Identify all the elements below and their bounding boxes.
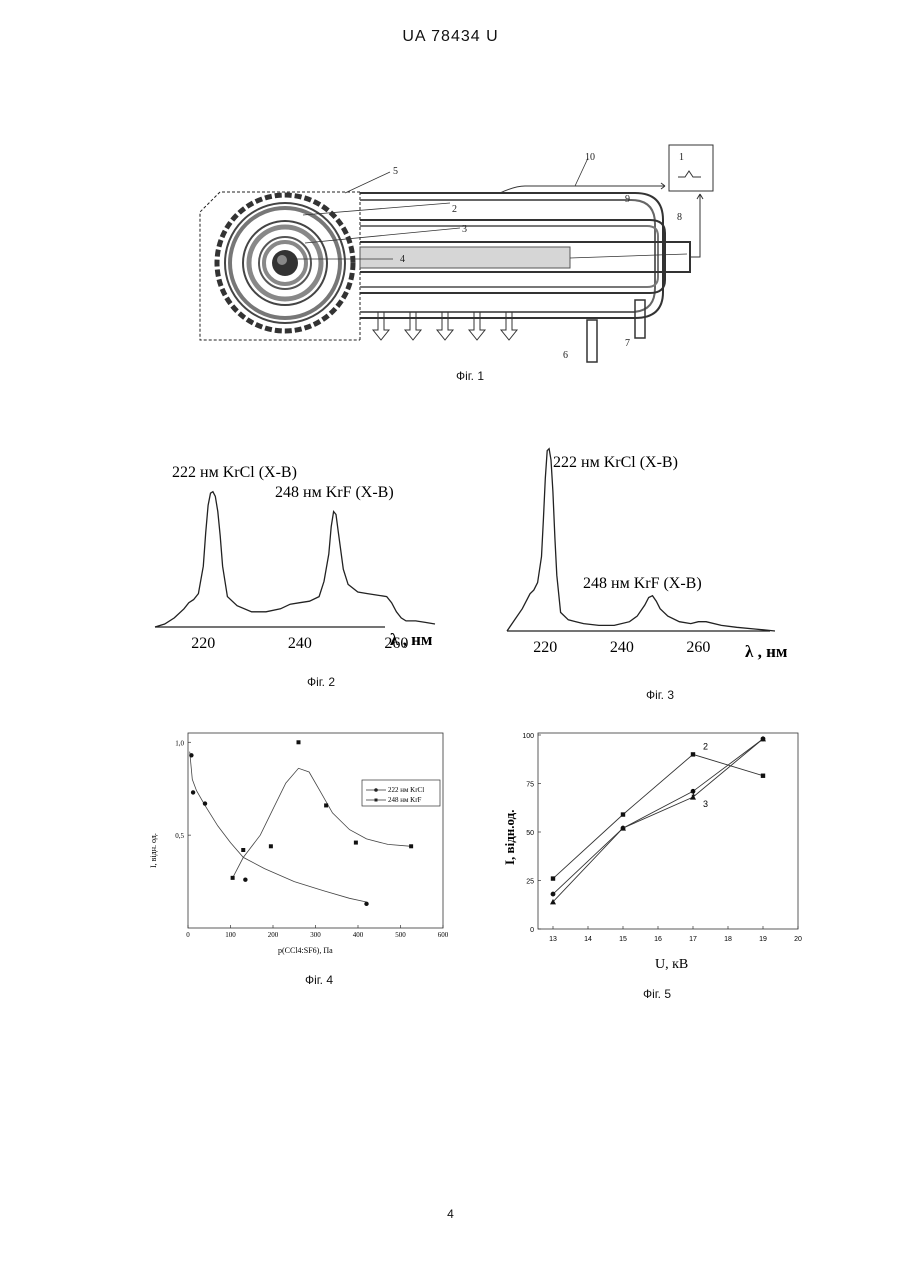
patent-header: UA 78434 U — [0, 28, 901, 46]
fig4-series-curve-1 — [190, 752, 367, 902]
fig1-label-8: 8 — [677, 212, 682, 223]
fig1-label-6: 6 — [563, 350, 568, 361]
fig4-y-tick-label: 1,0 — [175, 739, 184, 747]
fig1-label-4: 4 — [400, 254, 405, 265]
fig2-annotation-222: 222 нм KrCl (X-B) — [172, 464, 297, 481]
fig4-point-circle — [364, 902, 368, 906]
fig3-annotation-222: 222 нм KrCl (X-B) — [553, 454, 678, 471]
fig4-point-square — [354, 841, 358, 845]
fig5-x-tick-label-15: 15 — [619, 936, 627, 943]
fig5-y-tick-label-50: 50 — [526, 830, 534, 837]
fig5-curve-label-2: 2 — [703, 741, 708, 751]
fig4-plot: I, відн. од. p(CCl4:SF6), Па 222 нм KrCl… — [140, 728, 460, 963]
fig4-point-square — [241, 848, 245, 852]
fig4-x-tick-label-0: 0 — [186, 931, 190, 939]
fig1-flow-arrows — [373, 312, 517, 340]
fig5-point-square — [551, 876, 555, 880]
fig5-y-tick-label-0: 0 — [530, 927, 534, 934]
fig2-annotation-248: 248 нм KrF (X-B) — [275, 484, 394, 501]
fig3-caption: Фіг. 3 — [600, 688, 720, 702]
fig5-x-tick-label-20: 20 — [794, 936, 802, 943]
fig5-y-tick-label-100: 100 — [522, 733, 534, 740]
fig4-x-tick-label-600: 600 — [438, 931, 449, 939]
fig4-legend-item-248: 248 нм KrF — [388, 796, 422, 804]
fig4-x-tick-label-400: 400 — [353, 931, 364, 939]
fig5-curve-label-3: 3 — [703, 799, 708, 809]
fig5-caption: Фіг. 5 — [597, 987, 717, 1001]
fig4-point-circle — [203, 801, 207, 805]
fig3-x-label: λ , нм — [745, 642, 788, 661]
fig5-y-tick-label-75: 75 — [526, 782, 534, 789]
fig4-caption: Фіг. 4 — [259, 973, 379, 987]
fig5-x-tick-label-13: 13 — [549, 936, 557, 943]
fig4-point-square — [409, 844, 413, 848]
fig1-caption: Фіг. 1 — [410, 369, 530, 383]
fig5-y-tick-label-25: 25 — [526, 879, 534, 886]
fig1-discharge-region — [360, 247, 570, 268]
fig5-point-square — [691, 752, 695, 756]
fig3-tick-label-240: 240 — [610, 639, 634, 656]
fig1-detector-box — [669, 145, 713, 191]
fig4-x-tick-label-300: 300 — [310, 931, 321, 939]
fig4-point-circle — [189, 753, 193, 757]
fig5-series-line-2 — [553, 754, 763, 878]
fig4-point-circle — [191, 790, 195, 794]
page-number: 4 — [0, 1207, 901, 1221]
fig3-tick-label-220: 220 — [533, 639, 557, 656]
fig3-annotation-248: 248 нм KrF (X-B) — [583, 575, 702, 592]
fig4-point-square — [297, 740, 301, 744]
fig5-point-square — [621, 812, 625, 816]
fig5-x-tick-label-14: 14 — [584, 936, 592, 943]
fig3-spectrum: 222 нм KrCl (X-B) 248 нм KrF (X-B) λ , н… — [495, 445, 810, 665]
fig1-label-9: 9 — [625, 194, 630, 205]
fig5-y-label: I, відн.од. — [502, 810, 517, 865]
fig4-axes-frame — [188, 733, 443, 928]
fig3-tick-label-260: 260 — [686, 639, 710, 656]
fig4-legend-item-222: 222 нм KrCl — [388, 786, 424, 794]
fig4-point-circle — [243, 878, 247, 882]
fig1-label-5: 5 — [393, 166, 398, 177]
fig4-x-tick-label-500: 500 — [395, 931, 406, 939]
fig2-caption: Фіг. 2 — [261, 675, 381, 689]
fig1-nozzle-6 — [587, 320, 597, 362]
fig5-point-circle — [551, 892, 556, 897]
fig2-spectrum: 222 нм KrCl (X-B) 248 нм KrF (X-B) λ , н… — [150, 455, 460, 655]
fig5-x-label: U, кВ — [655, 957, 688, 972]
fig5-x-tick-label-16: 16 — [654, 936, 662, 943]
fig4-point-square — [269, 844, 273, 848]
fig4-point-square — [324, 803, 328, 807]
fig5-x-tick-label-17: 17 — [689, 936, 697, 943]
fig2-tick-label-260: 260 — [384, 635, 408, 652]
fig5-plot: I, відн.од. U, кВ 13 14 15 16 17 18 19 20 0 25 50 7… — [500, 725, 820, 975]
fig1-label-3: 3 — [462, 224, 467, 235]
fig4-y-tick-label: 0,5 — [175, 832, 184, 840]
fig4-legend-circle-marker — [374, 788, 378, 792]
fig1-schematic: 1 2 3 4 5 6 7 8 9 10 — [195, 140, 715, 365]
fig5-x-tick-label-19: 19 — [759, 936, 767, 943]
fig1-label-2: 2 — [452, 204, 457, 215]
fig1-label-1: 1 — [679, 152, 684, 163]
fig1-nozzle-7 — [635, 300, 645, 338]
fig4-point-square — [231, 876, 235, 880]
fig4-y-label: I, відн. од. — [149, 833, 158, 868]
fig3-spectrum-line — [507, 449, 775, 631]
fig2-tick-label-240: 240 — [288, 635, 312, 652]
fig5-series-line-3 — [553, 739, 763, 902]
fig5-series-line-1 — [553, 739, 763, 894]
fig4-x-tick-label-100: 100 — [225, 931, 236, 939]
fig4-legend-square-marker — [375, 799, 378, 802]
fig2-spectrum-line — [155, 492, 435, 627]
fig5-point-square — [761, 774, 765, 778]
fig1-label-10: 10 — [585, 152, 595, 163]
fig5-axes-frame — [538, 733, 798, 929]
fig4-legend: 222 нм KrCl 248 нм KrF — [362, 780, 440, 806]
fig5-x-tick-label-18: 18 — [724, 936, 732, 943]
fig2-tick-label-220: 220 — [191, 635, 215, 652]
fig4-x-label: p(CCl4:SF6), Па — [278, 946, 333, 955]
fig4-x-tick-label-200: 200 — [268, 931, 279, 939]
fig1-label-7: 7 — [625, 338, 630, 349]
